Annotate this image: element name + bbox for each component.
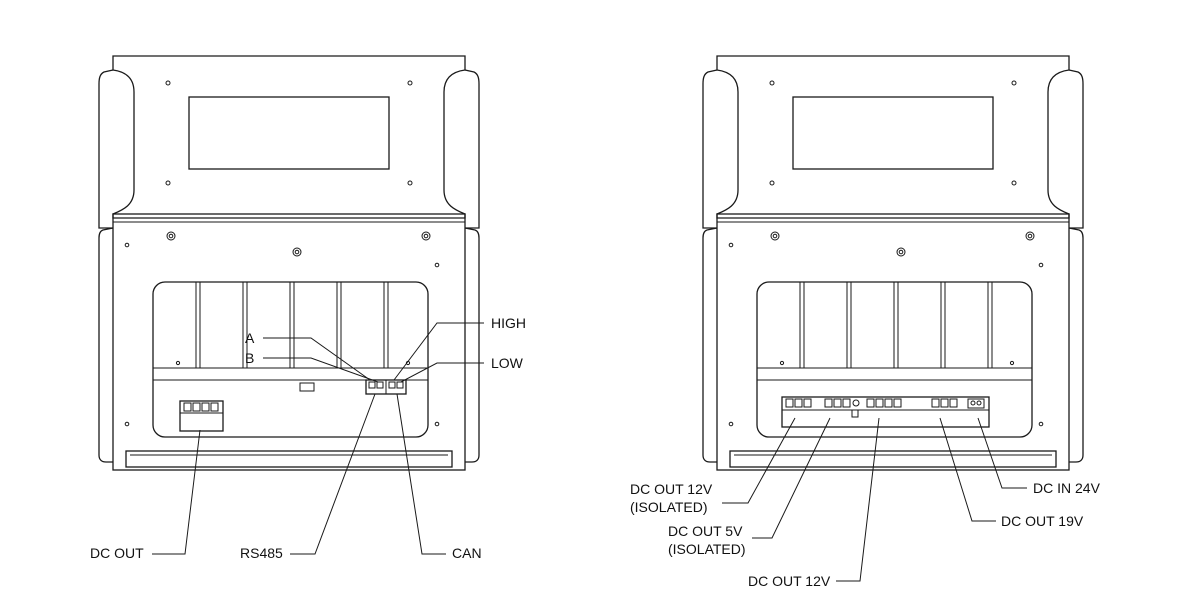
left-housing — [98, 55, 480, 471]
label-dc-out-5v-isolated-sub: (ISOLATED) — [668, 541, 746, 557]
label-low: LOW — [491, 355, 524, 371]
label-high: HIGH — [491, 315, 526, 331]
lead-dc-out-5v-isolated — [752, 417, 831, 539]
label-rs485: RS485 — [240, 545, 283, 561]
label-can: CAN — [452, 545, 482, 561]
label-dc-out-12v-isolated-sub: (ISOLATED) — [630, 499, 708, 515]
rs485-can-connector — [365, 379, 407, 395]
dc-out-connector — [179, 400, 224, 432]
label-dc-out-5v-isolated: DC OUT 5V — [668, 523, 743, 539]
lead-rs485 — [290, 393, 376, 555]
lead-dc-out — [152, 429, 201, 555]
label-dc-in-24v: DC IN 24V — [1033, 480, 1101, 496]
lead-dc-out-12v-isolated — [722, 417, 796, 504]
right-housing — [702, 55, 1084, 471]
lead-dc-out-19v — [939, 417, 996, 522]
lead-b — [263, 357, 379, 383]
label-dc-out: DC OUT — [90, 545, 144, 561]
lead-a — [263, 337, 371, 381]
lead-low — [400, 362, 484, 383]
right-connector-strip — [781, 396, 990, 428]
label-b: B — [245, 350, 254, 366]
label-dc-out-19v: DC OUT 19V — [1001, 513, 1084, 529]
aux-connector — [299, 382, 315, 392]
left-unit: A B HIGH LOW DC OUT RS485 CAN — [90, 55, 526, 561]
lead-dc-in-24v — [977, 417, 1027, 489]
lead-can — [396, 393, 446, 555]
right-unit: DC OUT 12V (ISOLATED) DC OUT 5V (ISOLATE… — [630, 55, 1101, 589]
label-dc-out-12v-isolated: DC OUT 12V — [630, 481, 713, 497]
label-a: A — [245, 330, 255, 346]
lead-high — [393, 322, 484, 381]
label-dc-out-12v: DC OUT 12V — [748, 573, 831, 589]
lead-dc-out-12v — [836, 417, 880, 582]
